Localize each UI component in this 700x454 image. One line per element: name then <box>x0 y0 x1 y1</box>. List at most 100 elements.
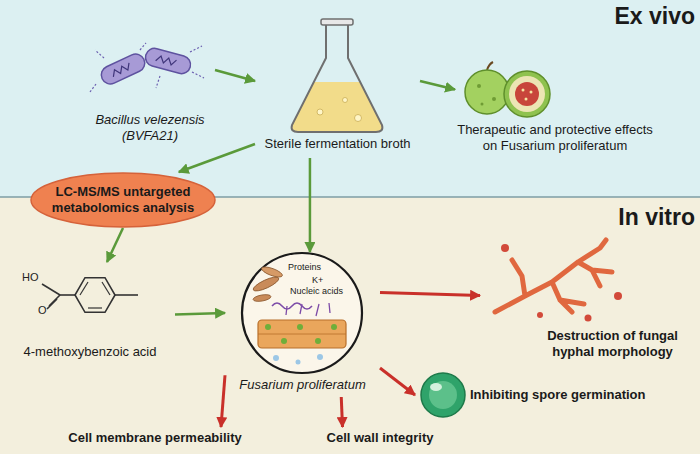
fungal-cell-drawing <box>242 253 362 373</box>
bacillus-symbol <box>156 55 177 66</box>
node-caption: Proteins <box>288 262 338 273</box>
hyphae-symbol <box>614 292 622 300</box>
benzene-structure <box>60 294 75 296</box>
node-caption: Therapeutic and protective effects on Fu… <box>455 122 655 153</box>
bacillus-symbol <box>156 76 160 88</box>
node-caption: K+ <box>312 275 334 286</box>
guava-fruit <box>530 91 533 94</box>
membrane-outcome: Cell membrane permeability <box>45 427 265 449</box>
guava-fruit <box>492 97 496 101</box>
fungal-cell-drawing <box>296 360 301 365</box>
fungal-cell-drawing <box>281 338 287 344</box>
bacillus-symbol <box>90 43 204 92</box>
fungal-cell-drawing <box>258 334 346 335</box>
guava-fruit <box>487 62 493 70</box>
node-caption: Cell wall integrity <box>305 430 455 446</box>
flow-arrow <box>420 81 455 90</box>
bacillus-symbol <box>90 84 96 92</box>
guava-fruit <box>509 76 545 112</box>
benzene-structure <box>80 282 88 295</box>
hyphae-symbol <box>495 240 622 322</box>
hyphae-symbol <box>501 244 509 252</box>
wall-outcome: Cell wall integrity <box>305 427 455 449</box>
fungal-cell-drawing <box>317 354 323 360</box>
guava-fruit <box>522 89 525 92</box>
flask-symbol <box>355 115 362 122</box>
flask-symbol <box>292 24 383 132</box>
fungal-cell-drawing <box>286 303 330 316</box>
hyphae-damage: Destruction of fungal hyphal morphology <box>480 237 695 367</box>
fungal-cell-drawing <box>297 324 303 330</box>
in-vitro-band: 4-methoxybenzoic acid ProteinsK+Nucleic a… <box>0 197 700 454</box>
flow-arrow <box>175 313 225 315</box>
fungal-cell: ProteinsK+Nucleic acidsFusarium prolifer… <box>225 252 380 397</box>
flow-arrow <box>309 158 312 252</box>
node-caption: 4-methoxybenzoic acid <box>5 344 175 360</box>
benzene-structure <box>88 307 102 308</box>
guava-fruit <box>481 103 484 106</box>
benzene-structure <box>42 278 138 313</box>
flow-arrow <box>380 368 415 395</box>
metabolomics-ellipse: LC-MS/MS untargeted metabolomics analysi… <box>30 172 216 228</box>
node-caption: Bacillus velezensis (BVFA21) <box>85 112 215 143</box>
guava-fruit <box>515 82 539 106</box>
spore-symbol <box>421 373 465 417</box>
guava-fruit <box>477 84 481 88</box>
node-caption: Nucleic acids <box>290 286 352 297</box>
bacillus-symbol <box>95 50 104 58</box>
bacillus-symbol <box>111 63 132 77</box>
guava-fruit <box>525 98 528 101</box>
bacillus-symbol <box>98 51 147 87</box>
atom-label: HO <box>22 271 39 284</box>
guava-fruit <box>465 62 550 117</box>
fungal-cell-drawing <box>315 338 321 344</box>
fruit-treatment: Therapeutic and protective effects on Fu… <box>455 55 655 170</box>
benzene-structure <box>102 282 110 295</box>
node-caption: Destruction of fungal hyphal morphology <box>535 328 690 359</box>
hyphae-symbol <box>585 315 592 322</box>
spore-inhibition: Inhibiting spore germination <box>415 369 685 421</box>
bacillus-cell: Bacillus velezensis (BVFA21) <box>85 40 215 160</box>
benzene-structure <box>47 299 57 309</box>
fungal-cell-drawing <box>331 324 337 330</box>
node-caption: LC-MS/MS untargeted metabolomics analysi… <box>48 184 198 215</box>
panel-title: In vitro <box>555 204 695 232</box>
bacillus-symbol <box>143 46 192 75</box>
node-caption: Fusarium proliferatum <box>225 377 380 393</box>
fungal-cell-drawing <box>253 293 272 302</box>
panel-title: Ex vivo <box>555 3 695 31</box>
bacillus-symbol <box>192 72 204 78</box>
fungal-cell-drawing <box>260 265 283 279</box>
fungal-cell-drawing <box>252 274 281 293</box>
guava-fruit <box>465 70 509 114</box>
spore-symbol <box>430 383 442 391</box>
fungal-cell-drawing <box>258 320 346 348</box>
flask-symbol <box>321 19 353 25</box>
flask-symbol <box>292 19 383 132</box>
node-caption: Inhibiting spore germination <box>470 387 680 403</box>
hyphae-symbol <box>537 312 543 318</box>
bacillus-symbol <box>140 43 146 50</box>
fungal-cell-drawing <box>273 355 279 361</box>
benzene-structure <box>75 278 115 313</box>
ellipse-outline <box>31 173 215 227</box>
spore-symbol <box>429 381 457 409</box>
ex-vivo-band: Bacillus velezensis (BVFA21) Sterile ferm… <box>0 0 700 197</box>
flow-arrow <box>221 375 225 427</box>
flow-arrow <box>380 293 480 296</box>
flow-arrow <box>341 397 342 427</box>
guava-fruit <box>504 71 550 117</box>
fungal-cell-drawing <box>265 324 271 330</box>
flask-symbol <box>292 82 383 132</box>
band-fill <box>0 0 700 197</box>
flask-symbol <box>317 109 323 115</box>
fungal-cell-drawing <box>272 303 312 309</box>
flask-symbol <box>343 98 348 103</box>
atom-label: O <box>38 304 47 317</box>
flow-arrow <box>107 228 123 262</box>
flow-arrow <box>179 144 255 172</box>
fermentation-flask: Sterile fermentation broth <box>255 18 420 158</box>
node-caption: Cell membrane permeability <box>45 430 265 446</box>
